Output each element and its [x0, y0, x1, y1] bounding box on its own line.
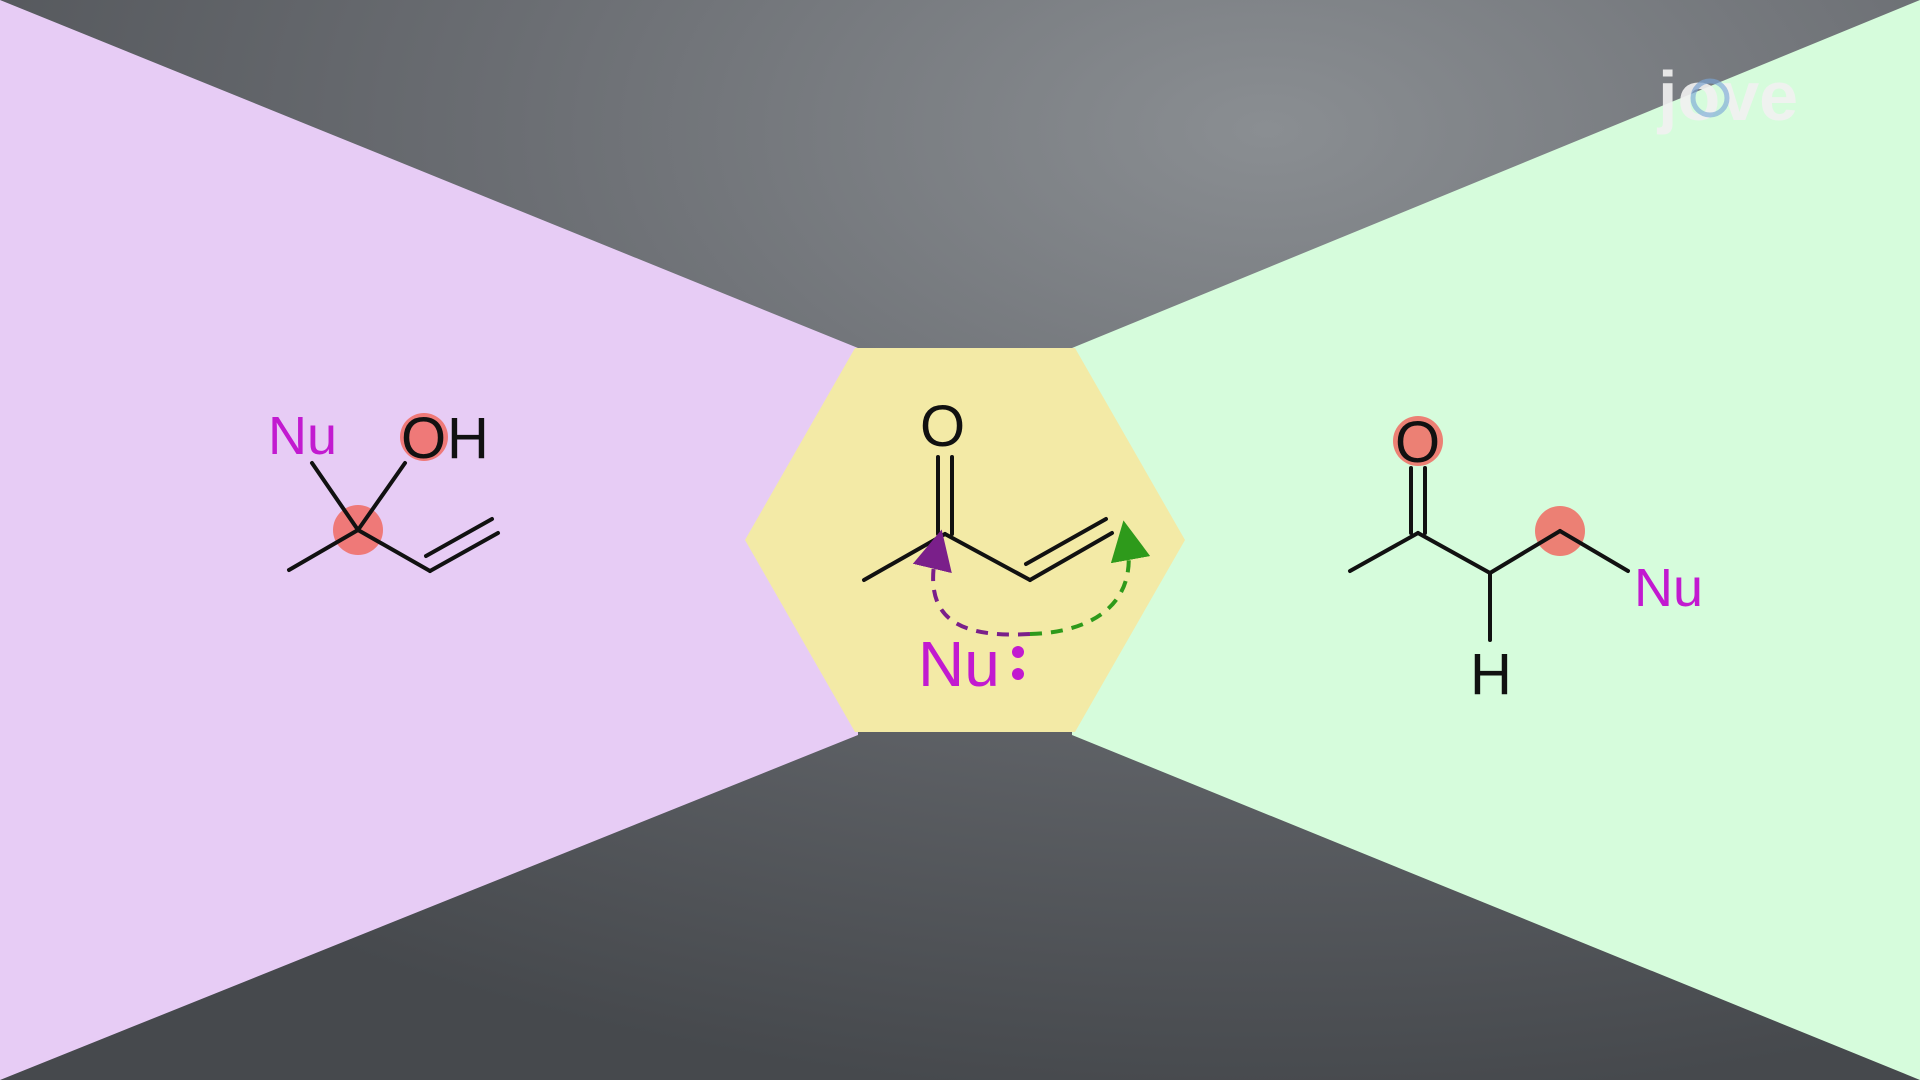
c-nu-bond-right: [1558, 529, 1630, 573]
logo-bubble-icon: [1690, 78, 1730, 118]
right-nu-label: Nu: [1634, 558, 1703, 618]
lone-pair-dot-bottom: [1012, 668, 1024, 680]
right-panel: [1072, 0, 1920, 1080]
right-hydrogen-label: H: [1470, 642, 1512, 707]
right-alpha-bond: [1416, 531, 1492, 575]
purple-attack-arrow: [912, 529, 1031, 637]
center-hexagon: [745, 348, 1185, 732]
alkene-double-bond-a: [1028, 531, 1114, 582]
right-methyl-bond: [1348, 531, 1420, 573]
right-oxygen-label: O: [1395, 410, 1440, 475]
left-hydrogen-label: H: [447, 406, 489, 471]
left-product-molecule: Nu O H: [268, 406, 500, 573]
alkene-double-bond-b: [1024, 517, 1108, 566]
c-oh-bond: [356, 461, 407, 532]
jove-logo: jove: [1656, 57, 1798, 135]
oxygen-highlight: [400, 413, 448, 461]
lone-pair-dot-top: [1012, 646, 1024, 658]
left-nu-label: Nu: [268, 406, 337, 466]
green-attack-arrow: [1029, 520, 1151, 636]
vinyl-double-bond-a: [428, 531, 500, 573]
methyl-bond: [287, 528, 360, 572]
center-nu-label: Nu: [918, 628, 1000, 700]
c-nu-bond: [310, 461, 360, 532]
alpha-beta-bond: [1488, 529, 1562, 575]
right-product-molecule: O H Nu: [1348, 410, 1703, 707]
left-oxygen-label: O: [401, 406, 446, 471]
vinyl-double-bond-b: [424, 517, 494, 558]
right-oxygen-highlight: [1393, 416, 1443, 466]
center-reactant-molecule: O Nu: [862, 394, 1151, 700]
left-panel: [0, 0, 858, 1080]
alpha-bond: [943, 532, 1032, 582]
center-oxygen-label: O: [920, 394, 965, 459]
c-vinyl-bond: [356, 528, 432, 573]
